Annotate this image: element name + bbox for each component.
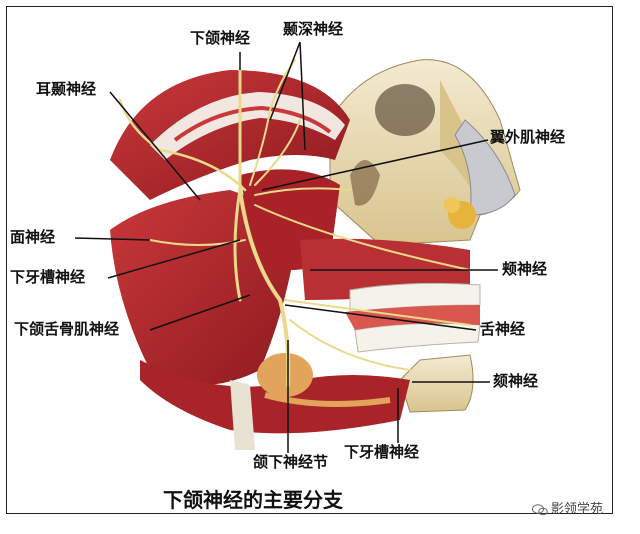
watermark: 影领学苑: [532, 498, 603, 517]
temporalis-muscle: [110, 70, 350, 200]
label-mental-nerve: 颏神经: [493, 372, 539, 390]
label-lateral-pterygoid-nerve: 翼外肌神经: [490, 128, 566, 146]
label-deep-temporal-nerve: 颞深神经: [283, 20, 344, 38]
skull-bone: [329, 59, 521, 413]
label-inferior-alveolar-nerve-upper: 下牙槽神经: [10, 268, 86, 286]
leader-lines: [74, 41, 498, 453]
neck-muscles: [140, 353, 410, 450]
label-inferior-alveolar-nerve-lower: 下牙槽神经: [344, 443, 420, 461]
label-auriculotemporal-nerve: 耳颞神经: [36, 80, 97, 98]
figure-caption: 下颌神经的主要分支: [163, 488, 343, 512]
label-mandibular-nerve: 下颌神经: [190, 29, 251, 47]
wechat-icon: [532, 503, 548, 515]
label-submandibular-ganglion: 颌下神经节: [253, 453, 329, 471]
label-lingual-nerve: 舌神经: [480, 320, 526, 338]
label-facial-nerve: 面神经: [10, 228, 56, 246]
watermark-text: 影领学苑: [551, 502, 604, 517]
label-buccal-nerve: 颊神经: [502, 260, 548, 278]
label-mylohyoid-nerve: 下颌舌骨肌神经: [14, 320, 120, 338]
